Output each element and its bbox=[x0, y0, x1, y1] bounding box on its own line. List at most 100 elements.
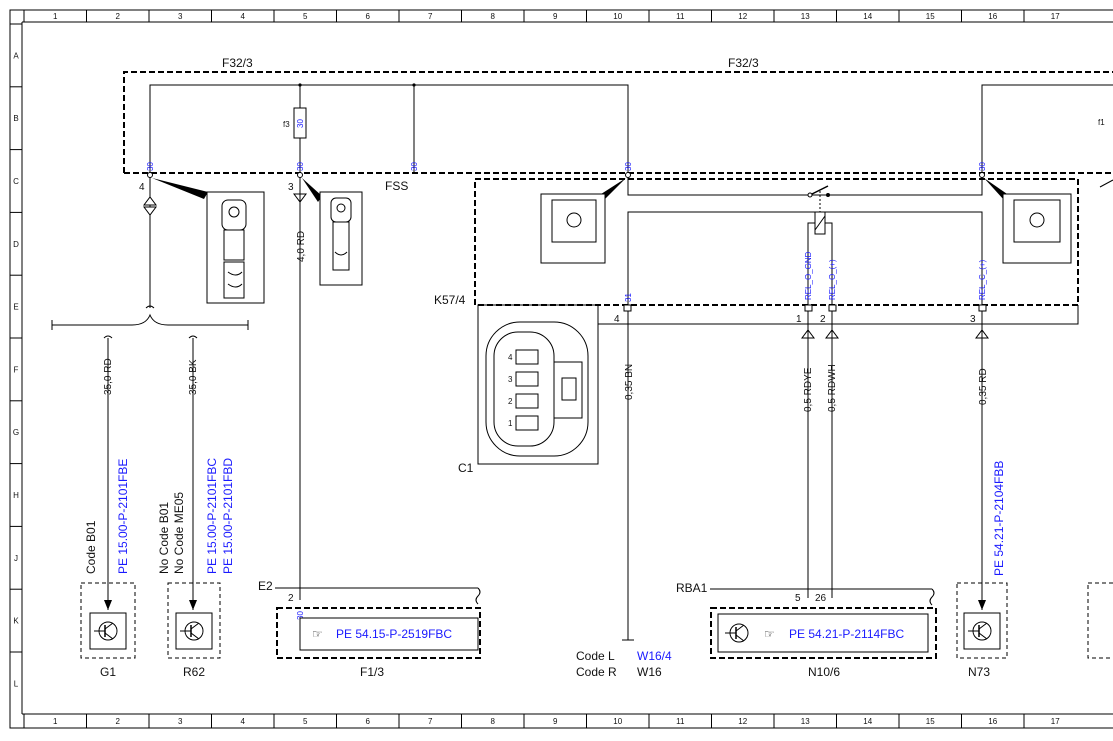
ref-r62-b[interactable]: PE 15.00-P-2101FBD bbox=[221, 458, 235, 574]
relay-pin-2: 2 bbox=[820, 314, 826, 325]
column-label: 6 bbox=[366, 717, 371, 726]
fuse-box-outline bbox=[123, 71, 1113, 173]
connector-pin-label: 4 bbox=[508, 353, 513, 362]
callout-leader bbox=[302, 178, 322, 202]
ref-r62-a[interactable]: PE 15.00-P-2101FBC bbox=[205, 458, 219, 574]
column-label: 13 bbox=[801, 12, 810, 21]
rba1-break bbox=[929, 588, 935, 606]
column-label: 8 bbox=[491, 12, 496, 21]
hand-pointer-icon: ☞ bbox=[764, 627, 775, 641]
arrow-g1 bbox=[104, 600, 112, 610]
e2-term: 30 bbox=[296, 611, 305, 620]
component-f13-inner bbox=[299, 617, 479, 651]
column-label: 4 bbox=[241, 717, 246, 726]
column-label: 15 bbox=[926, 717, 935, 726]
ref-g1[interactable]: PE 15.00-P-2101FBE bbox=[116, 459, 130, 574]
terminal-31: 31 bbox=[624, 293, 633, 302]
connector-c1-label: C1 bbox=[458, 461, 474, 475]
column-label: 10 bbox=[613, 717, 622, 726]
component-n106-inner bbox=[717, 613, 929, 653]
component-e2-label: E2 bbox=[258, 579, 273, 593]
transistor-icon bbox=[725, 623, 749, 643]
component-n73-label: N73 bbox=[968, 665, 990, 679]
column-label: 2 bbox=[116, 717, 121, 726]
column-label: 9 bbox=[553, 717, 558, 726]
harness-brace bbox=[52, 313, 248, 326]
e2-break bbox=[475, 587, 481, 605]
row-label: J bbox=[14, 554, 18, 563]
no-code-b01: No Code B01 bbox=[157, 502, 171, 574]
pin-3-label: 3 bbox=[288, 182, 294, 193]
stud-arrow-up bbox=[143, 196, 157, 206]
ref-n73[interactable]: PE 54.21-P-2104FBB bbox=[992, 461, 1006, 576]
relay-pin-label-gnd: REL_O_GND bbox=[804, 251, 813, 300]
fss-label: FSS bbox=[385, 179, 408, 193]
wire-break bbox=[103, 335, 113, 339]
column-grid: 1122334455667788991010111112121313141415… bbox=[23, 10, 1060, 728]
coil-lead-right bbox=[825, 222, 833, 305]
lug-crimp bbox=[223, 229, 245, 261]
bus-node-fss bbox=[412, 83, 416, 87]
row-label: B bbox=[13, 114, 18, 123]
wire-label-035rd: 0,35 RD bbox=[978, 368, 989, 405]
component-g1-box bbox=[80, 582, 136, 659]
pin-terminal bbox=[804, 304, 813, 312]
rba-pin-26: 26 bbox=[815, 593, 827, 604]
column-label: 7 bbox=[428, 12, 433, 21]
column-label: 9 bbox=[553, 12, 558, 21]
callout-leader bbox=[152, 178, 208, 199]
terminal-dot bbox=[147, 172, 153, 178]
right-bus bbox=[981, 84, 1113, 173]
fuse-f3-rating: 30 bbox=[296, 119, 305, 128]
lug-hole bbox=[336, 203, 346, 213]
pin-4-label: 4 bbox=[139, 182, 145, 193]
pin-terminal bbox=[623, 304, 632, 312]
component-f13-box bbox=[276, 607, 481, 659]
connector-pin bbox=[515, 371, 539, 387]
column-label: 12 bbox=[738, 12, 747, 21]
ref-f13[interactable]: PE 54.15-P-2519FBC bbox=[336, 627, 452, 641]
relay-pin-3: 3 bbox=[970, 314, 976, 325]
component-partial-box bbox=[1087, 582, 1113, 659]
relay-coil-slash bbox=[814, 215, 826, 231]
row-label: C bbox=[13, 177, 19, 186]
fuse-f3-label: f3 bbox=[283, 120, 290, 129]
column-label: 8 bbox=[491, 717, 496, 726]
arrow-n73 bbox=[978, 600, 986, 610]
relay-picture-1-knob bbox=[566, 212, 582, 228]
column-label: 15 bbox=[926, 12, 935, 21]
terminal-30-d: 30 bbox=[624, 162, 633, 171]
switch-contact bbox=[807, 192, 813, 198]
row-label: H bbox=[13, 491, 19, 500]
column-label: 11 bbox=[676, 717, 685, 726]
row-label: K bbox=[13, 617, 19, 626]
terminal-30-b: 30 bbox=[296, 162, 305, 171]
column-label: 14 bbox=[863, 12, 872, 21]
row-label: L bbox=[14, 679, 19, 688]
component-rba1-label: RBA1 bbox=[676, 581, 708, 595]
connector-pin-label: 2 bbox=[508, 397, 513, 406]
ref-n106[interactable]: PE 54.21-P-2114FBC bbox=[789, 627, 905, 641]
frame-border bbox=[9, 9, 1113, 729]
column-label: 4 bbox=[241, 12, 246, 21]
transistor-icon bbox=[180, 621, 204, 641]
terminal-dot bbox=[297, 172, 303, 178]
terminal-30-e: 30 bbox=[978, 162, 987, 171]
column-label: 3 bbox=[178, 717, 183, 726]
connector-pin bbox=[515, 393, 539, 409]
component-n106-label: N10/6 bbox=[808, 665, 840, 679]
relay-label: K57/4 bbox=[434, 293, 466, 307]
terminal-30-c: 30 bbox=[410, 162, 419, 171]
relay-pin-label-o-plus: REL_O_(+) bbox=[828, 259, 837, 300]
terminal-dot bbox=[625, 172, 631, 178]
code-l: Code L bbox=[576, 649, 615, 663]
code-l-value[interactable]: W16/4 bbox=[637, 649, 672, 663]
relay-pin-label-c-plus: REL_C_(+) bbox=[978, 259, 987, 300]
connector-c1-latch-inner bbox=[561, 377, 577, 401]
coil-lead-left bbox=[807, 222, 815, 305]
e2-pin: 2 bbox=[288, 593, 294, 604]
hand-pointer-icon: ☞ bbox=[312, 627, 323, 641]
row-label: D bbox=[13, 240, 19, 249]
